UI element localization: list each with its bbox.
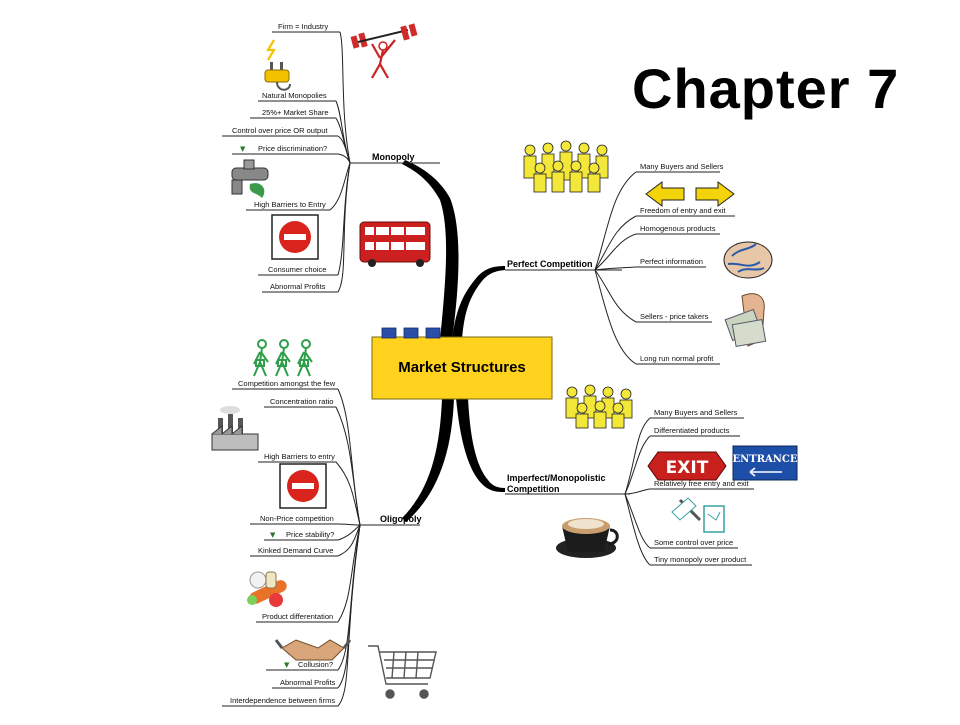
branch-label-oligopoly: Oligopoly [380, 514, 422, 524]
monopoly-item: Control over price OR output [232, 126, 328, 135]
branch-imperfect-competition: Imperfect/Monopolistic Competition Many … [505, 408, 754, 566]
coffee-icon [556, 518, 619, 558]
trunk-oligopoly [402, 398, 454, 522]
exit-sign-label: EXIT [666, 458, 709, 478]
page-title: Chapter 7 [632, 57, 900, 120]
brain-icon [723, 241, 773, 279]
question-marker-icon: ▼ [284, 661, 290, 669]
monopoly-item: Natural Monopolies [262, 91, 327, 100]
no-entry-icon [271, 214, 319, 260]
trunk-imperfect [456, 398, 505, 492]
monopoly-item: Firm = Industry [278, 22, 328, 31]
branch-perfect-competition: Perfect Competition Many Buyers and Sell… [505, 162, 735, 365]
branch-monopoly: Monopoly Firm = Industry Natural Monopol… [222, 22, 440, 293]
imperfect-item: Tiny monopoly over product [654, 555, 747, 564]
trunk-perfect [452, 266, 505, 340]
oligopoly-item: High Barriers to entry [264, 452, 335, 461]
central-node-label: Market Structures [398, 359, 526, 376]
shopping-trolley-icon [368, 645, 437, 699]
oligopoly-item: Kinked Demand Curve [258, 546, 333, 555]
monopoly-item: Consumer choice [268, 265, 326, 274]
oligopoly-item: Non-Price competition [260, 514, 334, 523]
monopoly-item: High Barriers to Entry [254, 200, 326, 209]
oligopoly-item: Product differentation [262, 612, 333, 621]
weightlifter-icon [350, 23, 418, 79]
monopoly-item: Abnormal Profits [270, 282, 326, 291]
paint-icon [671, 497, 725, 533]
branch-oligopoly: Oligopoly Competition amongst the few Co… [222, 379, 422, 707]
central-node-tab [381, 327, 397, 339]
monopoly-item: Price discrimination? [258, 144, 327, 153]
central-node[interactable]: Market Structures [371, 327, 553, 400]
trunk-monopoly [402, 160, 459, 340]
entrance-sign-icon: ENTRANCE [732, 445, 798, 481]
people-walking-icon [253, 339, 313, 377]
factory-icon [211, 406, 259, 451]
left-right-arrows-icon [645, 181, 735, 207]
branch-label-monopoly: Monopoly [372, 152, 415, 162]
branch-label-imperfect-line1: Imperfect/Monopolistic [507, 473, 606, 483]
central-node-tab [403, 327, 419, 339]
perfect-item: Many Buyers and Sellers [640, 162, 724, 171]
perfect-item: Long run normal profit [640, 354, 714, 363]
crowd-icon [565, 384, 633, 429]
oligopoly-item: Abnormal Profits [280, 678, 336, 687]
entrance-sign-label: ENTRANCE [733, 454, 798, 465]
central-node-tab [425, 327, 441, 339]
monopoly-item: 25%+ Market Share [262, 108, 329, 117]
pills-icon [247, 571, 287, 607]
central-node-box [371, 336, 553, 400]
imperfect-item: Relatively free entry and exit [654, 479, 750, 488]
perfect-item: Perfect information [640, 257, 703, 266]
branch-label-perfect: Perfect Competition [507, 259, 593, 269]
question-marker-icon: ▼ [240, 145, 246, 153]
imperfect-item: Differentiated products [654, 426, 730, 435]
money-hand-icon [724, 293, 767, 348]
imperfect-item: Some control over price [654, 538, 733, 547]
imperfect-item: Many Buyers and Sellers [654, 408, 738, 417]
electric-plug-icon [264, 39, 291, 91]
branch-label-imperfect-line2: Competition [507, 484, 560, 494]
oligopoly-item: Interdependence between firms [230, 696, 335, 705]
perfect-item: Homogenous products [640, 224, 716, 233]
bus-icon [359, 221, 431, 267]
perfect-item: Freedom of entry and exit [640, 206, 726, 215]
no-entry-icon [279, 463, 327, 509]
perfect-item: Sellers - price takers [640, 312, 709, 321]
handshake-icon [274, 639, 352, 661]
oligopoly-item: Concentration ratio [270, 397, 333, 406]
oligopoly-item: Price stability? [286, 530, 334, 539]
crowd-icon [523, 140, 609, 193]
tap-icon [231, 159, 269, 198]
oligopoly-item: Competition amongst the few [238, 379, 336, 388]
oligopoly-item: Collusion? [298, 660, 333, 669]
question-marker-icon: ▼ [270, 531, 276, 539]
exit-sign-icon: EXIT [647, 451, 727, 481]
